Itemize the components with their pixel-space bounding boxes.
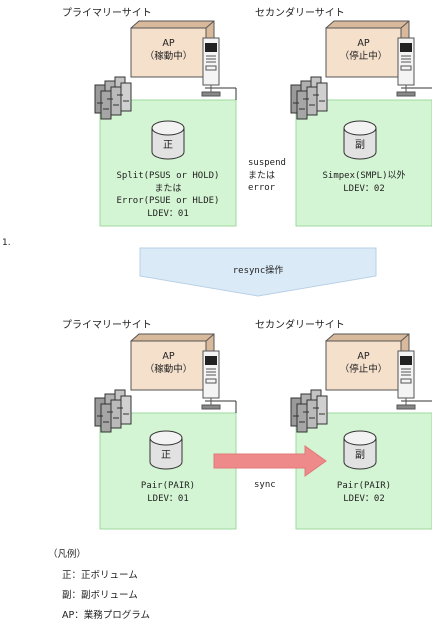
secondary-volume-glyph: 副 (355, 140, 365, 151)
primary-pair-status: Split(PSUS or HOLD) または Error(PSUE or HL… (116, 171, 220, 219)
sync-label: sync (254, 480, 276, 490)
sync-arrow (213, 445, 327, 477)
legend-item: 副：副ボリューム (62, 590, 138, 601)
secondary-pair-status: Pair(PAIR) LDEV：02 (336, 481, 392, 504)
suspend-or-error-label: suspend または error (248, 158, 286, 193)
resync-transition-arrow (139, 247, 377, 297)
secondary-site-label: セカンダリーサイト (255, 320, 345, 331)
secondary-volume-glyph: 副 (355, 450, 365, 461)
primary-volume-glyph: 正 (163, 140, 173, 151)
legend-item: 正：正ボリューム (62, 570, 138, 581)
secondary-site-box (295, 412, 432, 530)
ap-label-secondary: AP （停止中） (339, 351, 388, 375)
ap-box-secondary (325, 340, 402, 391)
primary-site-label: プライマリーサイト (62, 320, 152, 331)
secondary-pair-status: Simpex(SMPL)以外 LDEV：02 (322, 171, 406, 194)
secondary-site-label: セカンダリーサイト (255, 8, 345, 19)
legend-title: （凡例） (48, 549, 87, 560)
primary-site-label: プライマリーサイト (62, 8, 152, 19)
resync-operation-label: resync操作 (232, 266, 284, 276)
ap-box-primary (130, 27, 207, 78)
primary-site-box (99, 412, 237, 530)
legend-item: AP：業務プログラム (62, 610, 150, 621)
ap-label-primary: AP （稼動中） (144, 38, 193, 62)
step-number: 1. (2, 238, 11, 248)
primary-pair-status: Pair(PAIR) LDEV：01 (140, 481, 196, 504)
ap-label-secondary: AP （停止中） (339, 38, 388, 62)
primary-volume-glyph: 正 (161, 450, 171, 461)
ap-box-primary (130, 340, 207, 391)
ap-label-primary: AP （稼動中） (144, 351, 193, 375)
legend: 正：正ボリューム 副：副ボリューム AP：業務プログラム (62, 566, 150, 626)
secondary-site-box (295, 99, 432, 227)
